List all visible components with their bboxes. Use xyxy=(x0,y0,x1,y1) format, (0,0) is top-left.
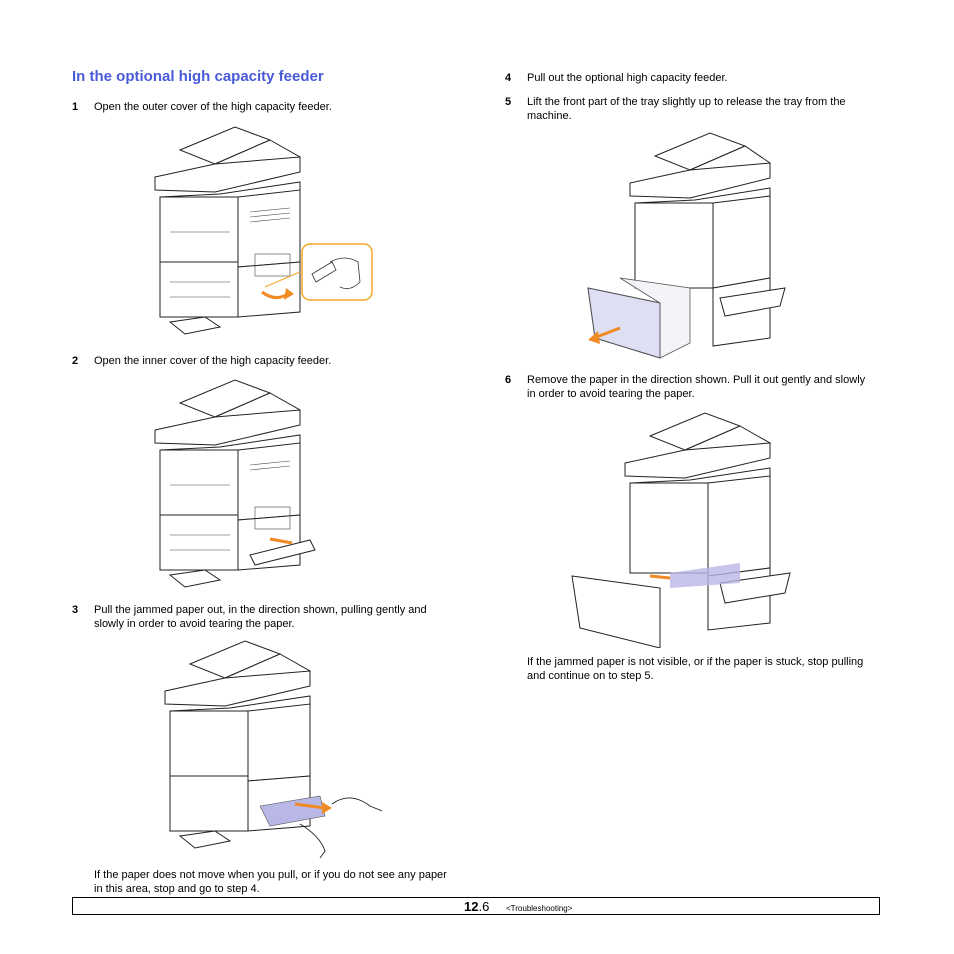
page-number: 12.6 xyxy=(464,899,489,914)
step-1: 1 Open the outer cover of the high capac… xyxy=(72,100,452,114)
step-2: 2 Open the inner cover of the high capac… xyxy=(72,354,452,368)
step-4: 4 Pull out the optional high capacity fe… xyxy=(505,71,885,85)
step-number: 5 xyxy=(505,96,512,108)
figure-pull-jammed-paper xyxy=(164,640,383,859)
step-text: Lift the front part of the tray slightly… xyxy=(527,96,846,122)
step-3: 3 Pull the jammed paper out, in the dire… xyxy=(72,603,452,631)
page-minor: .6 xyxy=(478,899,490,914)
figure-pull-out-tray xyxy=(587,132,786,359)
note-right: If the jammed paper is not visible, or i… xyxy=(527,656,864,682)
step-text: Open the inner cover of the high capacit… xyxy=(94,355,332,367)
step-text: Open the outer cover of the high capacit… xyxy=(94,101,332,113)
step-text: Pull out the optional high capacity feed… xyxy=(527,72,728,84)
step-text: Remove the paper in the direction shown.… xyxy=(527,374,866,400)
figure-open-outer-cover xyxy=(154,126,373,335)
note-left: If the paper does not move when you pull… xyxy=(94,869,447,895)
step-number: 3 xyxy=(72,604,79,616)
section-heading: In the optional high capacity feeder xyxy=(72,68,324,85)
step-number: 4 xyxy=(505,72,512,84)
figure-open-inner-cover xyxy=(154,379,316,588)
figure-remove-paper xyxy=(571,412,791,648)
step-number: 6 xyxy=(505,374,512,386)
step-6: 6 Remove the paper in the direction show… xyxy=(505,373,885,401)
step-5: 5 Lift the front part of the tray slight… xyxy=(505,95,885,123)
step-text: Pull the jammed paper out, in the direct… xyxy=(94,604,427,630)
step-number: 1 xyxy=(72,101,79,113)
footer-bar xyxy=(72,897,880,915)
page-major: 12 xyxy=(464,899,479,914)
step-number: 2 xyxy=(72,355,79,367)
section-reference: <Troubleshooting> xyxy=(506,904,573,913)
